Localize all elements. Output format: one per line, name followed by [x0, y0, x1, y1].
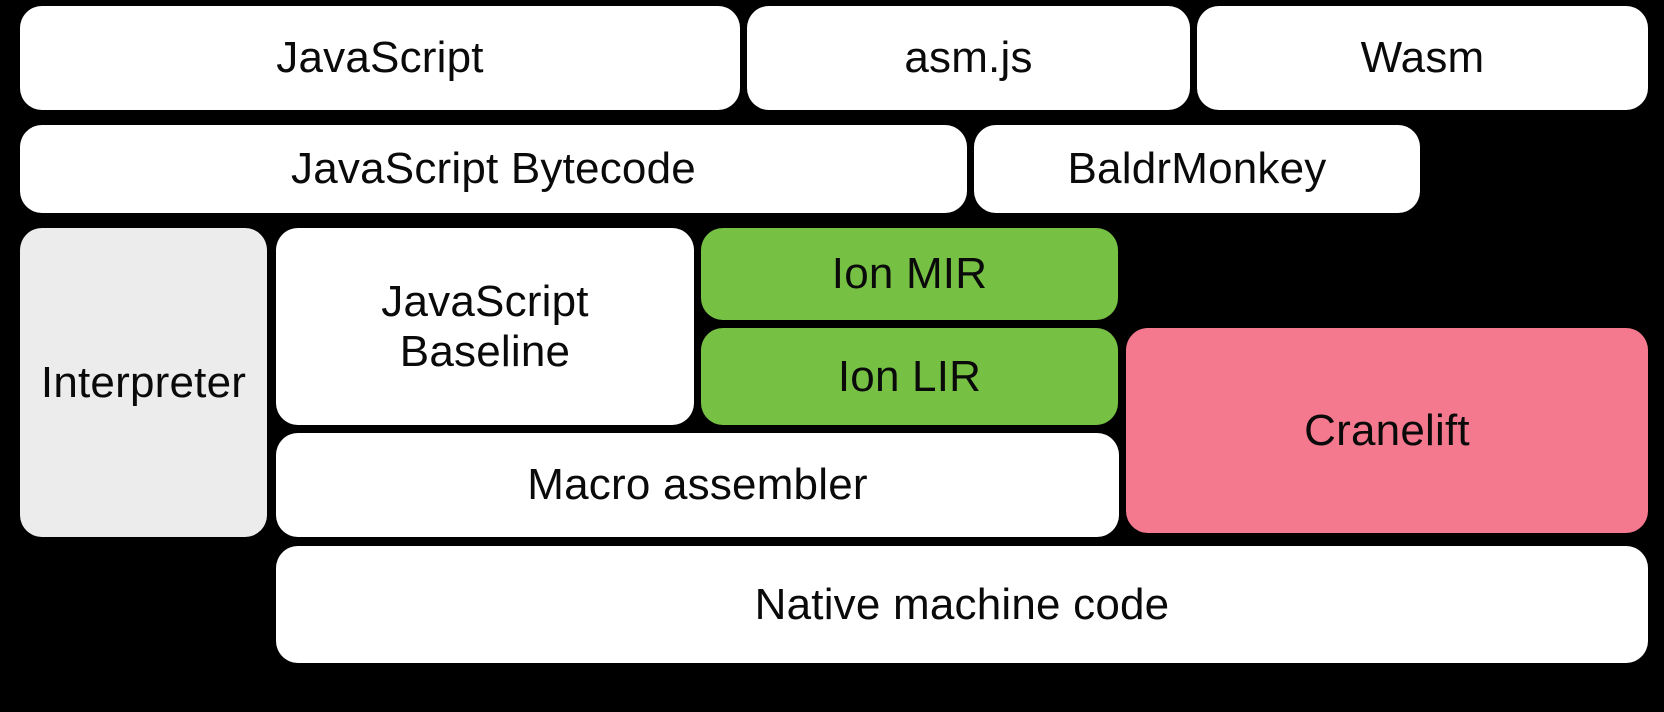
node-javascript-baseline[interactable]: JavaScript Baseline — [276, 228, 694, 425]
node-label-javascript-bytecode: JavaScript Bytecode — [291, 144, 696, 194]
node-javascript-bytecode[interactable]: JavaScript Bytecode — [20, 125, 967, 213]
node-label-javascript-baseline: JavaScript Baseline — [381, 277, 589, 376]
node-interpreter[interactable]: Interpreter — [20, 228, 267, 537]
node-label-ion-mir: Ion MIR — [831, 249, 988, 299]
node-label-native-machine-code: Native machine code — [754, 579, 1170, 629]
node-ion-mir[interactable]: Ion MIR — [701, 228, 1118, 320]
node-label-wasm: Wasm — [1360, 33, 1485, 83]
node-label-asm-js: asm.js — [904, 33, 1033, 83]
node-javascript[interactable]: JavaScript — [20, 6, 740, 110]
node-wasm[interactable]: Wasm — [1197, 6, 1648, 110]
node-baldrmonkey[interactable]: BaldrMonkey — [974, 125, 1420, 213]
node-ion-lir[interactable]: Ion LIR — [701, 328, 1118, 425]
node-label-macro-assembler: Macro assembler — [527, 460, 868, 510]
node-macro-assembler[interactable]: Macro assembler — [276, 433, 1119, 537]
node-asm-js[interactable]: asm.js — [747, 6, 1190, 110]
node-label-javascript: JavaScript — [276, 33, 484, 83]
node-label-ion-lir: Ion LIR — [837, 351, 982, 401]
node-label-interpreter: Interpreter — [40, 357, 247, 407]
node-cranelift[interactable]: Cranelift — [1126, 328, 1648, 533]
node-native-machine-code[interactable]: Native machine code — [276, 546, 1648, 663]
node-label-baldrmonkey: BaldrMonkey — [1067, 144, 1327, 194]
node-label-cranelift: Cranelift — [1304, 405, 1470, 455]
